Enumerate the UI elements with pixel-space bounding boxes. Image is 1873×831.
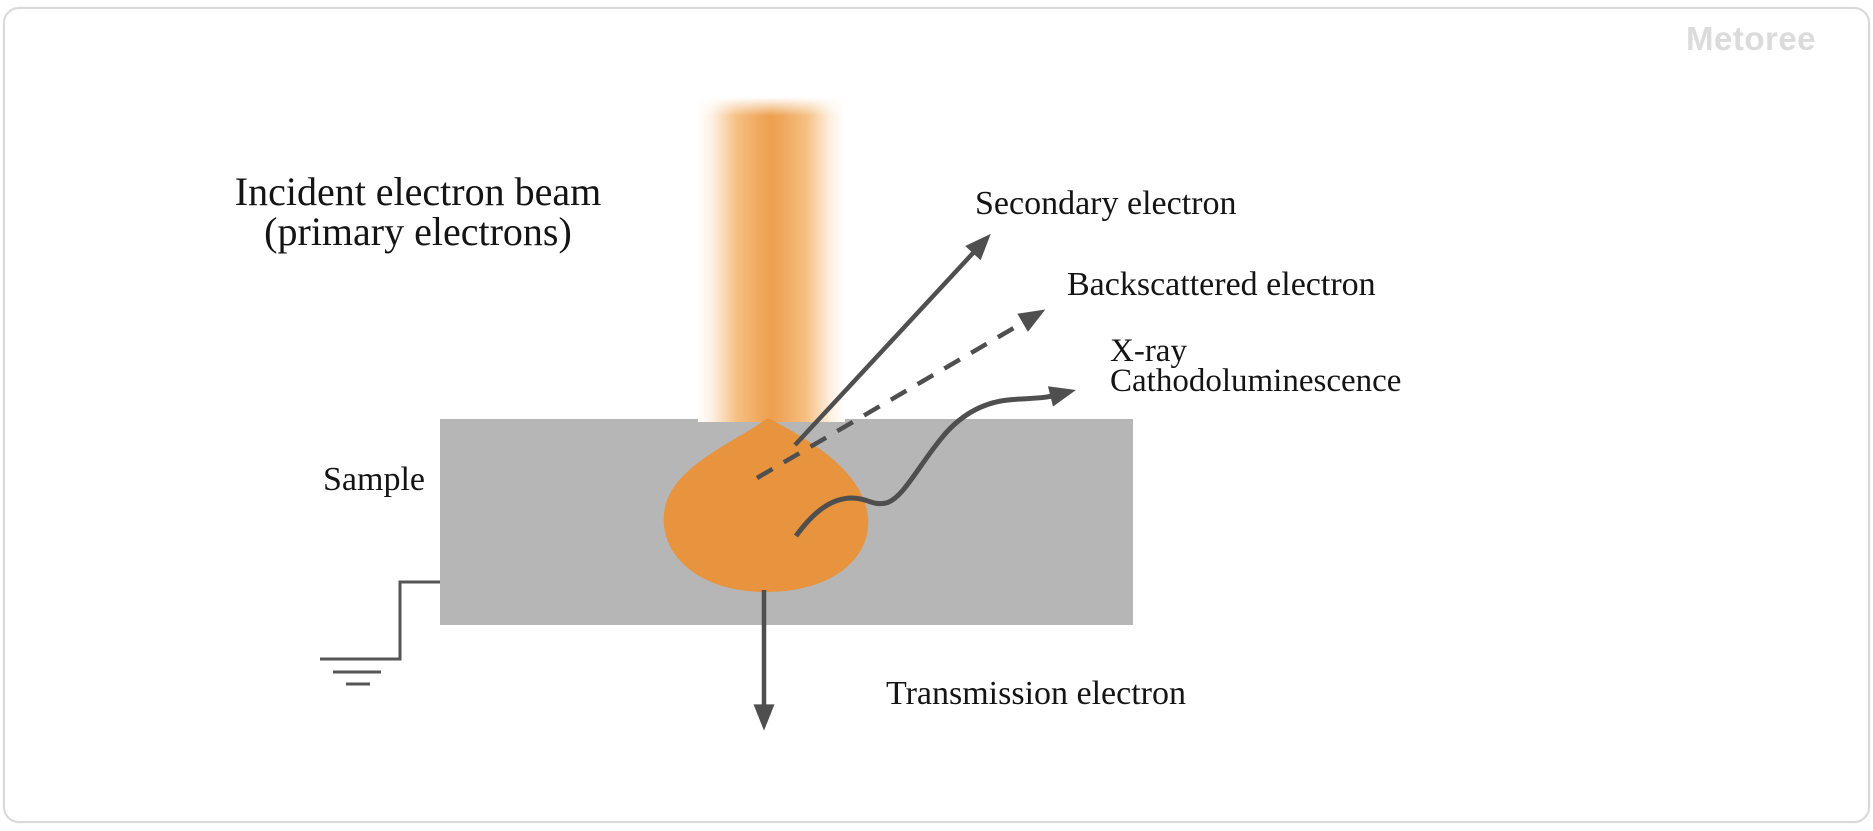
beam-top-fade — [698, 94, 845, 116]
incident-beam-label-line2: (primary electrons) — [264, 209, 572, 254]
ground-wire — [320, 580, 440, 661]
secondary-electron-label: Secondary electron — [975, 185, 1237, 222]
backscattered-electron-label: Backscattered electron — [1067, 266, 1376, 303]
secondary-electron-arrow — [793, 233, 991, 447]
xray-cathodoluminescence-label: X-ray Cathodoluminescence — [1110, 333, 1402, 400]
interaction-volume-teardrop — [663, 418, 869, 592]
xray-cathodoluminescence-wavy-arrow — [793, 386, 1076, 538]
backscattered-electron-arrow-dashed — [755, 309, 1046, 480]
incident-beam-label: Incident electron beam (primary electron… — [168, 172, 668, 252]
sample-label: Sample — [323, 461, 425, 498]
incident-beam-label-line1: Incident electron beam — [234, 169, 602, 214]
electron-beam — [698, 94, 845, 422]
figure-card — [3, 7, 1870, 823]
cathodoluminescence-label-line: Cathodoluminescence — [1110, 363, 1402, 400]
metoree-watermark: Metoree — [1686, 20, 1817, 57]
ground-symbol — [333, 670, 381, 686]
xray-label-line: X-ray — [1110, 333, 1187, 369]
transmission-electron-label: Transmission electron — [886, 675, 1187, 712]
